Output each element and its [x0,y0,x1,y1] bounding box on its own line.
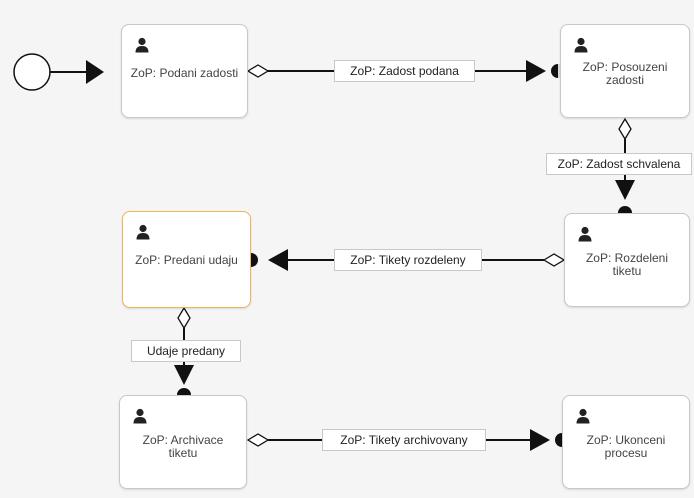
person-icon [574,37,588,53]
arrow-head [530,429,550,451]
edge-label-tikety-archivovany[interactable]: ZoP: Tikety archivovany [322,429,486,451]
task-label: ZoP: Rozdeleni tiketu [585,251,669,278]
port-marker [551,64,558,78]
arrow-head [268,249,288,271]
person-icon [136,224,150,240]
arrow-head [86,60,104,84]
task-podani-zadosti[interactable]: ZoP: Podani zadosti [121,24,248,118]
task-label: ZoP: Predani udaju [135,253,238,267]
port-marker [251,253,258,267]
task-rozdeleni-tiketu[interactable]: ZoP: Rozdeleni tiketu [564,213,690,307]
person-icon [135,37,149,53]
start-event[interactable] [13,53,51,91]
diamond-marker [542,253,566,267]
edge-label-zadost-podana[interactable]: ZoP: Zadost podana [334,60,475,82]
task-label: ZoP: Podani zadosti [130,66,239,80]
arrow-head [174,365,194,385]
diamond-marker [618,117,632,141]
diamond-marker [246,433,270,447]
port-marker [555,433,562,447]
arrow-head [615,180,635,200]
task-ukonceni-procesu[interactable]: ZoP: Ukonceni procesu [562,395,690,489]
edge-label-tikety-rozdeleny[interactable]: ZoP: Tikety rozdeleny [334,249,482,271]
task-archivace-tiketu[interactable]: ZoP: Archivace tiketu [119,395,247,489]
task-label: ZoP: Ukonceni procesu [586,433,666,460]
edge-label-udaje-predany[interactable]: Udaje predany [131,340,241,362]
task-label: ZoP: Archivace tiketu [142,433,224,460]
task-posouzeni-zadosti[interactable]: ZoP: Posouzeni zadosti [560,24,690,118]
person-icon [578,226,592,242]
diamond-marker [246,64,270,78]
port-marker [177,388,191,395]
person-icon [133,408,147,424]
port-marker [618,206,632,213]
diamond-marker [177,306,191,330]
task-label: ZoP: Posouzeni zadosti [582,60,668,87]
arrow-head [526,60,546,82]
edge-label-zadost-schvalena[interactable]: ZoP: Zadost schvalena [546,153,692,175]
person-icon [576,408,590,424]
task-predani-udaju[interactable]: ZoP: Predani udaju [122,211,251,308]
